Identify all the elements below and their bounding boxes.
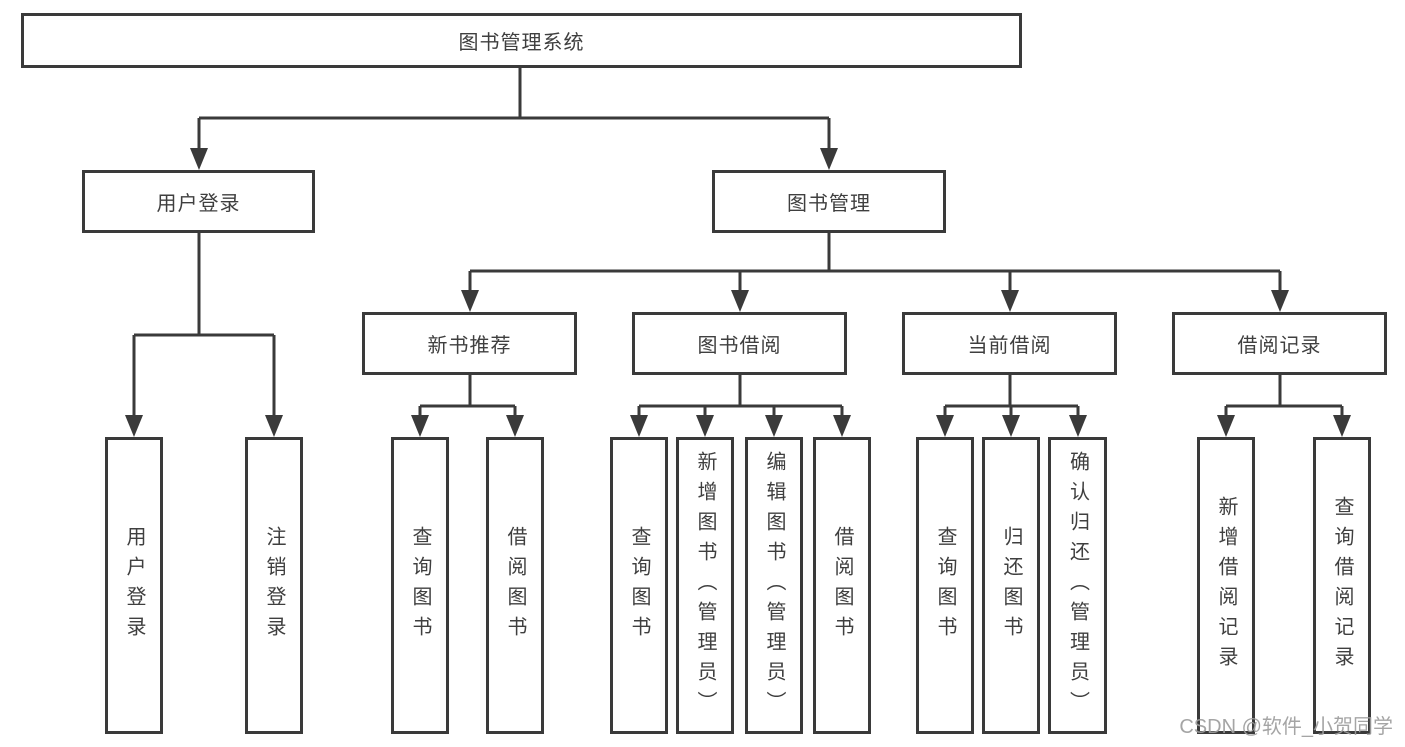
node-user-login: 用户登录 — [82, 170, 315, 233]
node-book-management: 图书管理 — [712, 170, 946, 233]
node-root: 图书管理系统 — [21, 13, 1022, 68]
leaf-return-books-label: 归还图书 — [1000, 525, 1022, 646]
leaf-query-books-recommend-label: 查询图书 — [409, 525, 431, 646]
node-book-borrow-label: 图书借阅 — [697, 335, 782, 357]
leaf-query-books-current-label: 查询图书 — [934, 525, 956, 646]
leaf-confirm-return-admin-label: 确认归还（管理员） — [1066, 450, 1089, 721]
leaf-logout-label: 注销登录 — [263, 525, 285, 646]
leaf-add-books-admin: 新增图书（管理员） — [676, 437, 734, 734]
leaf-edit-books-admin-label: 编辑图书（管理员） — [763, 450, 785, 721]
arrow-down-icons — [125, 148, 1351, 437]
leaf-borrow-books-label: 借阅图书 — [831, 525, 853, 646]
leaf-add-borrow-record: 新增借阅记录 — [1197, 437, 1255, 734]
node-user-login-label: 用户登录 — [156, 193, 241, 215]
node-new-book-recommend: 新书推荐 — [362, 312, 577, 375]
leaf-query-books-recommend: 查询图书 — [391, 437, 449, 734]
node-current-borrow: 当前借阅 — [902, 312, 1117, 375]
node-book-management-label: 图书管理 — [787, 193, 871, 215]
leaf-add-borrow-record-label: 新增借阅记录 — [1215, 495, 1237, 676]
node-current-borrow-label: 当前借阅 — [967, 335, 1052, 357]
leaf-borrow-books: 借阅图书 — [813, 437, 871, 734]
leaf-confirm-return-admin: 确认归还（管理员） — [1048, 437, 1107, 734]
leaf-query-books-borrow-label: 查询图书 — [628, 525, 650, 646]
node-root-label: 图书管理系统 — [458, 32, 585, 54]
leaf-edit-books-admin: 编辑图书（管理员） — [745, 437, 803, 734]
connector-lines — [132, 68, 1344, 418]
node-new-book-recommend-label: 新书推荐 — [427, 335, 512, 357]
csdn-watermark: CSDN @软件_小贺同学 — [1179, 716, 1393, 738]
leaf-borrow-books-recommend-label: 借阅图书 — [504, 525, 526, 646]
leaf-user-login: 用户登录 — [105, 437, 163, 734]
node-book-borrow: 图书借阅 — [632, 312, 847, 375]
leaf-return-books: 归还图书 — [982, 437, 1040, 734]
leaf-query-borrow-record: 查询借阅记录 — [1313, 437, 1371, 734]
leaf-query-books-borrow: 查询图书 — [610, 437, 668, 734]
leaf-add-books-admin-label: 新增图书（管理员） — [694, 450, 716, 721]
leaf-borrow-books-recommend: 借阅图书 — [486, 437, 544, 734]
leaf-query-borrow-record-label: 查询借阅记录 — [1331, 495, 1353, 676]
node-borrow-records: 借阅记录 — [1172, 312, 1387, 375]
leaf-user-login-label: 用户登录 — [123, 525, 145, 646]
leaf-query-books-current: 查询图书 — [916, 437, 974, 734]
node-borrow-records-label: 借阅记录 — [1237, 335, 1322, 357]
leaf-logout: 注销登录 — [245, 437, 303, 734]
